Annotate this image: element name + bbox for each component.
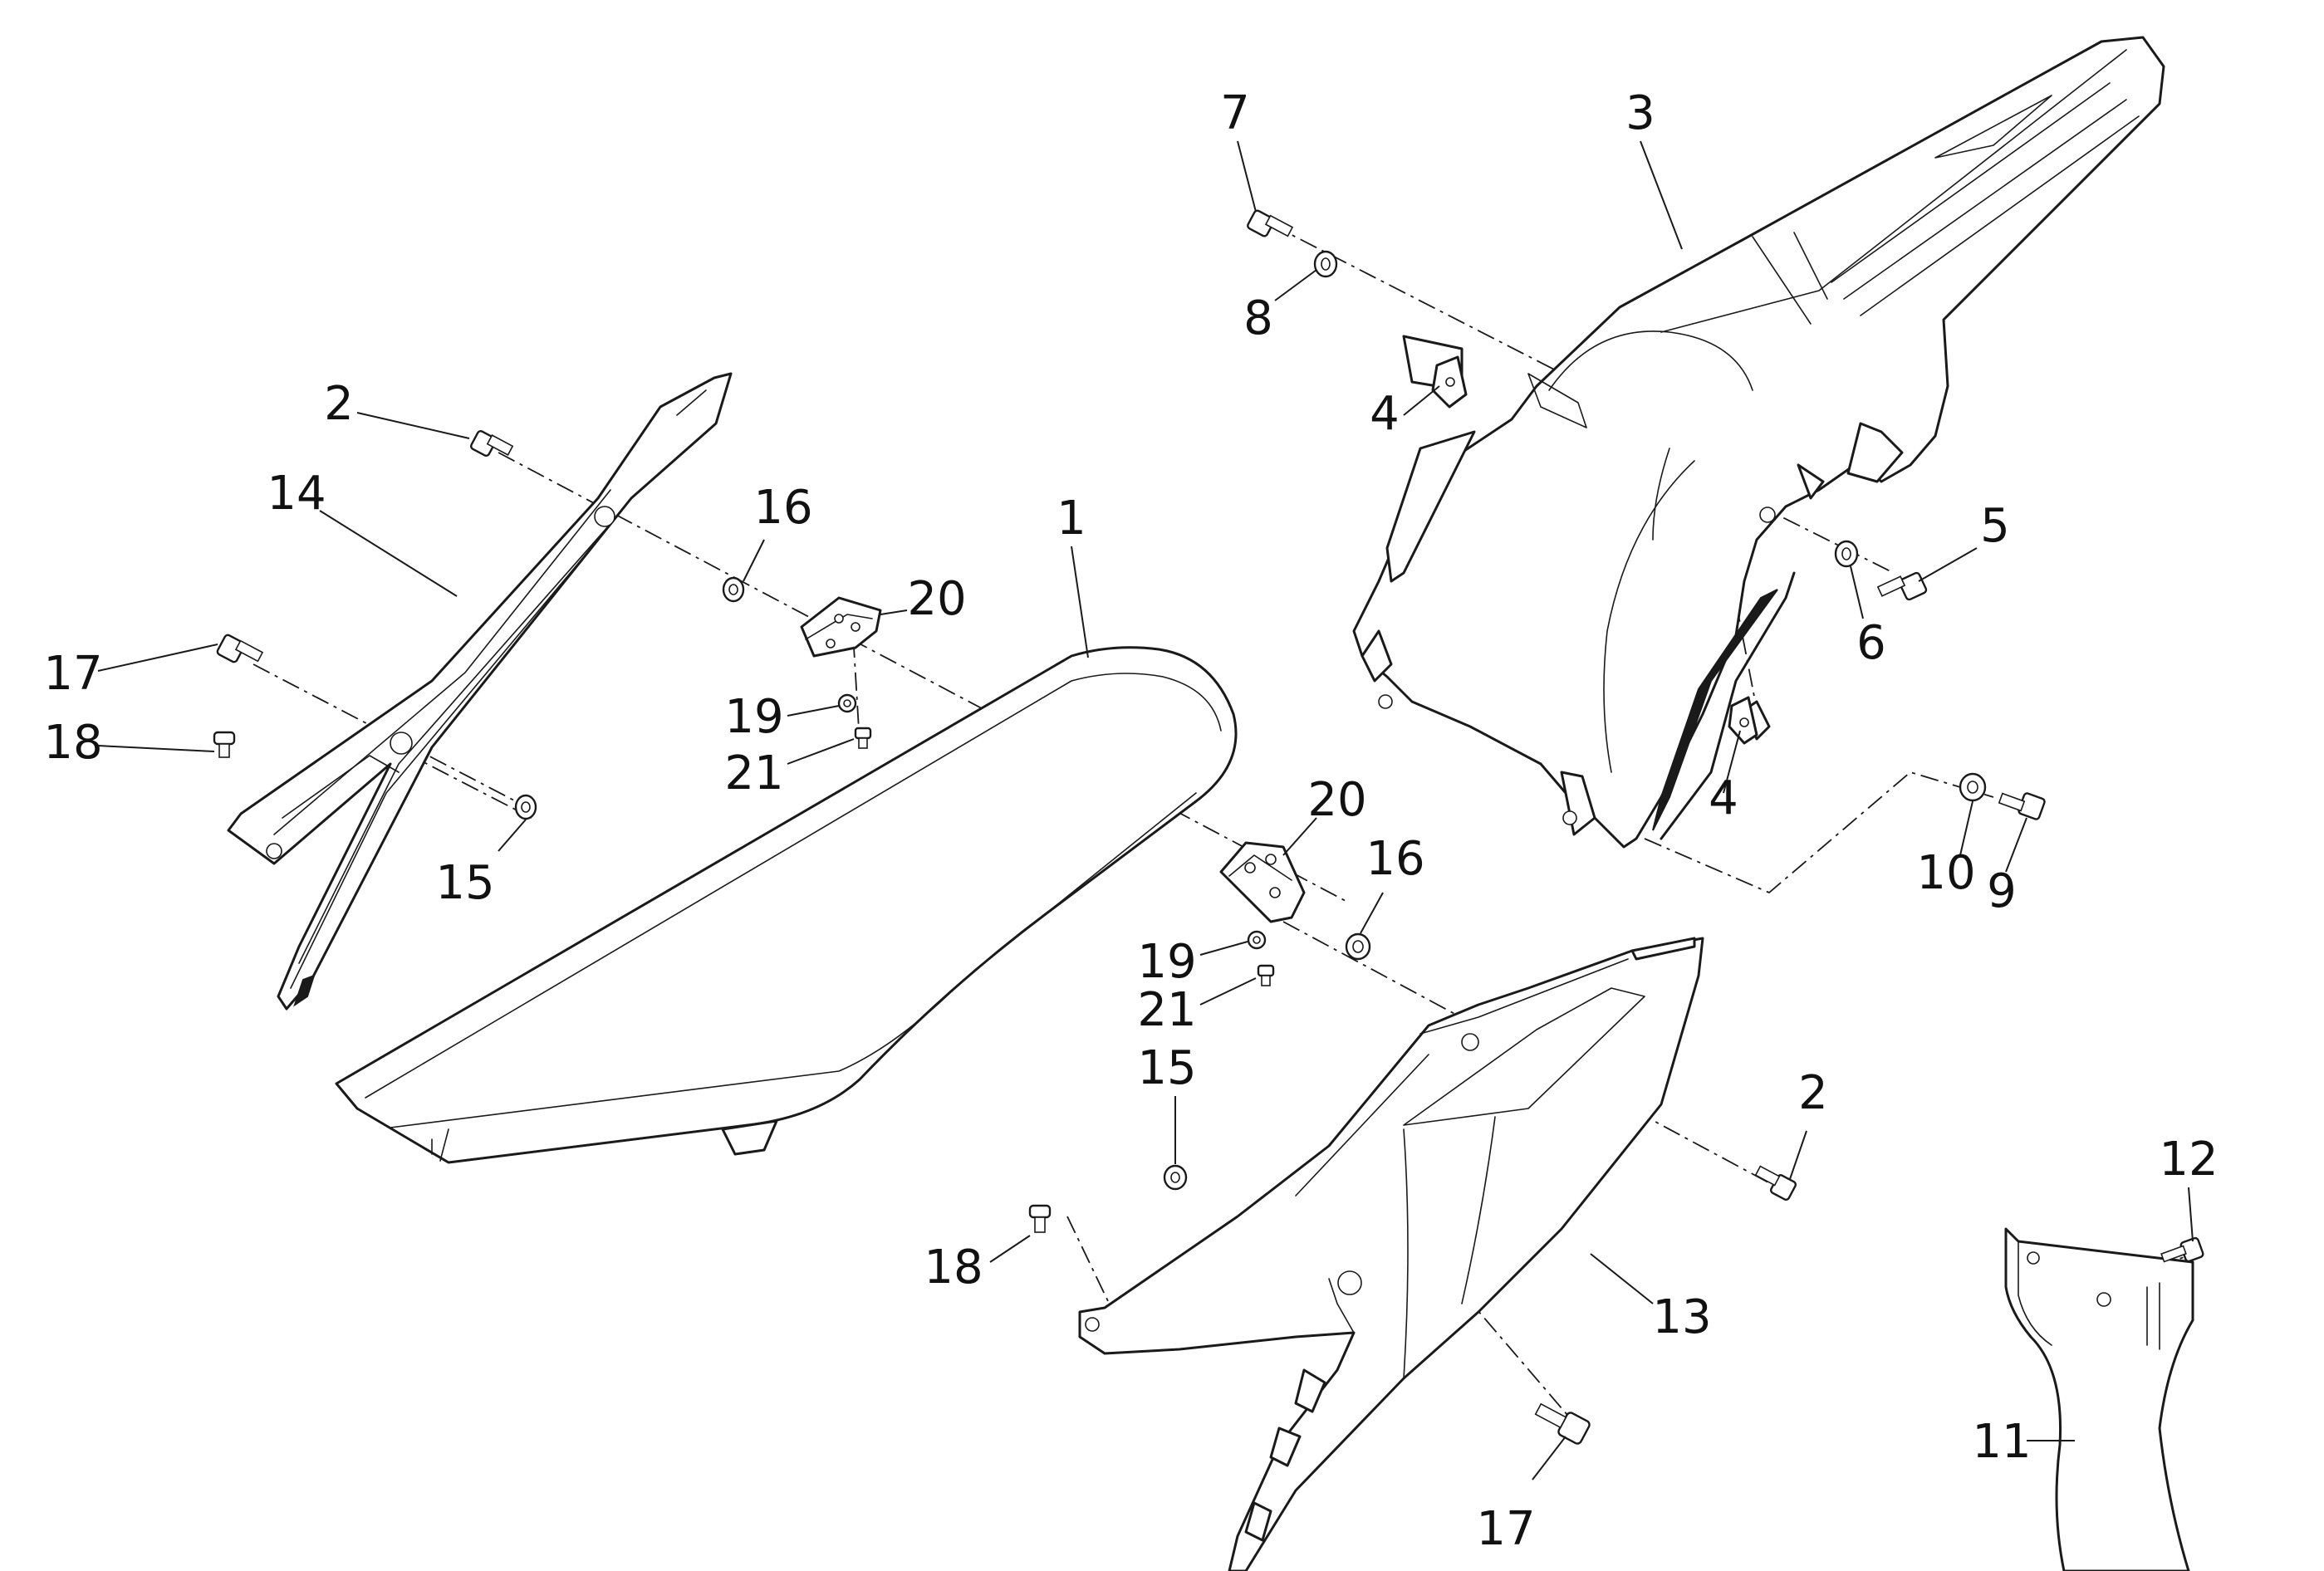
callout-8: 8 [1243,291,1273,345]
screw-18-right [1028,1204,1052,1233]
screw-18-left [213,731,236,758]
callout-10: 10 [1916,846,1975,900]
callout-4-lower: 4 [1709,771,1738,825]
bolt-7 [1247,209,1294,237]
clip-nut-upper [1431,355,1468,409]
callout-2-lower: 2 [1798,1066,1828,1120]
bolt-17-right [1534,1402,1591,1445]
callout-17-left: 17 [43,647,102,701]
callout-12: 12 [2159,1133,2218,1187]
callout-4-upper: 4 [1370,387,1400,441]
callout-2-upper: 2 [324,377,354,431]
callout-21-lower: 21 [1137,983,1196,1037]
left-side-panel [227,372,733,1011]
callout-20-lower: 20 [1307,773,1366,827]
seat [335,646,1238,1164]
callout-20-upper: 20 [907,572,966,626]
washer-6 [1834,540,1859,568]
bolt-2-upper [469,429,514,458]
washer-8 [1313,250,1338,278]
callout-13: 13 [1652,1290,1711,1344]
washer-19-upper [837,693,857,713]
callout-1: 1 [1057,492,1086,546]
callout-16-lower: 16 [1365,832,1424,886]
bracket-lower [1219,841,1306,923]
callout-19-lower: 19 [1137,935,1196,989]
grommet-16-upper [722,576,745,603]
callout-5: 5 [1980,499,2010,553]
callout-15-left: 15 [435,856,494,910]
bolt-9 [1998,792,2046,820]
bracket-upper [800,596,882,658]
callout-18-left: 18 [43,716,102,770]
callout-21-upper: 21 [724,746,783,800]
callout-11: 11 [1972,1415,2031,1469]
callout-7: 7 [1220,86,1250,140]
screw-21-upper [854,727,872,749]
callout-19-upper: 19 [724,690,783,744]
callout-16-upper: 16 [753,481,812,535]
right-side-panel [1078,937,1704,1571]
bolt-12 [2160,1236,2204,1263]
callout-17-right: 17 [1476,1502,1535,1556]
rear-fender [1352,36,2165,849]
washer-19-lower [1247,930,1267,950]
callout-9: 9 [1987,864,2017,918]
grommet-16-lower [1345,932,1371,961]
callout-labels: 1 2 2 3 4 4 5 6 7 8 9 10 11 12 13 14 15 … [43,86,2218,1556]
washer-10 [1959,772,1987,802]
grommet-15-left [514,794,537,820]
callout-18-right: 18 [924,1241,983,1294]
callout-6: 6 [1856,616,1886,670]
bolt-17-left [216,634,264,663]
screw-21-lower [1257,964,1275,986]
bolt-5 [1876,571,1928,601]
grommet-15-right [1163,1164,1188,1191]
callout-15-right: 15 [1137,1041,1196,1095]
clip-nut-lower [1728,696,1758,745]
mud-flap [2004,1227,2194,1571]
leader-lines [97,140,2194,1480]
callout-3: 3 [1625,86,1655,140]
callout-14: 14 [267,467,326,521]
bolt-2-lower [1754,1165,1797,1201]
